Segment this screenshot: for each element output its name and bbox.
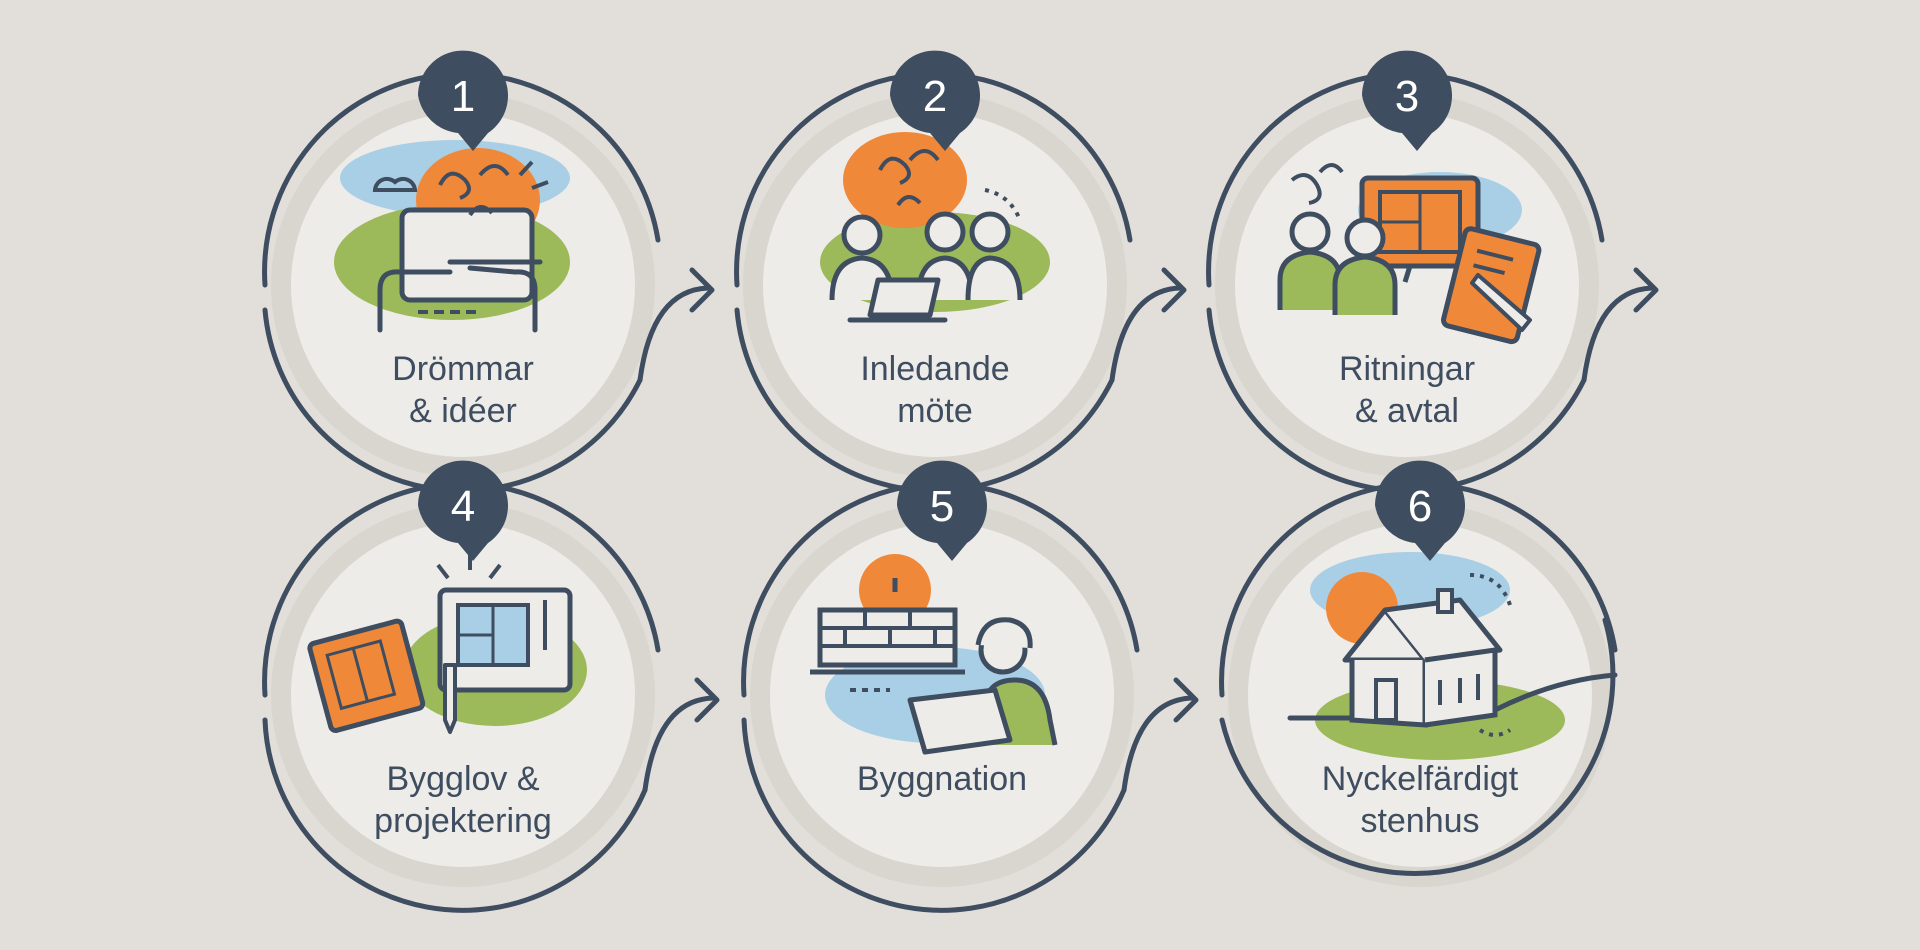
finished-house-icon	[1287, 552, 1618, 760]
step-5-label: Byggnation	[792, 758, 1092, 800]
step-1-number: 1	[451, 72, 475, 121]
step-2-title-line1: Inledande	[860, 350, 1010, 388]
step-6: 6	[1219, 460, 1618, 887]
step-4-title-line2: projektering	[374, 802, 552, 840]
step-4-ring-bottom	[262, 717, 648, 913]
step-2-connector-arrow	[1109, 285, 1183, 383]
step-1-label: Drömmar & idéer	[313, 348, 613, 432]
step-1-title-line2: & idéer	[409, 392, 517, 430]
step-3-connector-arrow	[1581, 285, 1655, 383]
step-1-connector-arrow	[637, 285, 711, 383]
step-6-ring-bottom	[1219, 617, 1616, 876]
step-5-connector-arrow	[1121, 695, 1195, 793]
step-2-title-line2: möte	[897, 392, 973, 430]
meeting-icon	[820, 132, 1050, 323]
step-3-title-line1: Ritningar	[1338, 350, 1476, 388]
step-5: 5	[741, 460, 1199, 913]
step-6-badge	[1375, 460, 1465, 561]
step-4-arrowhead	[694, 677, 720, 723]
step-2-badge	[890, 50, 980, 151]
step-4-number: 4	[451, 482, 475, 531]
step-3-label: Ritningar & avtal	[1257, 348, 1557, 432]
step-2-arrowhead	[1161, 267, 1187, 313]
step-3: 3	[1206, 50, 1659, 494]
step-4-title-line1: Bygglov &	[386, 760, 540, 798]
step-3-title-line2: & avtal	[1355, 392, 1459, 430]
dream-ideas-icon	[334, 140, 570, 333]
step-6-title-line1: Nyckelfärdigt	[1321, 760, 1519, 798]
step-5-title-line1: Byggnation	[856, 760, 1028, 798]
step-3-number: 3	[1395, 72, 1419, 121]
step-1-title-line1: Drömmar	[392, 350, 534, 388]
drawings-contract-icon	[1277, 163, 1542, 345]
step-3-badge	[1362, 50, 1452, 151]
step-1: 1	[262, 50, 715, 494]
step-6-label: Nyckelfärdigt stenhus	[1270, 758, 1570, 842]
step-3-arrowhead	[1633, 267, 1659, 313]
step-6-title-line2: stenhus	[1360, 802, 1480, 840]
step-2: 2	[734, 50, 1187, 494]
blueprint-permit-icon	[307, 555, 587, 734]
step-4-label: Bygglov & projektering	[313, 758, 613, 842]
step-5-ring-bottom	[741, 717, 1127, 913]
step-2-number: 2	[923, 72, 947, 121]
step-5-arrowhead	[1173, 677, 1199, 723]
step-4-badge	[418, 460, 508, 561]
step-5-number: 5	[930, 482, 954, 531]
step-4: 4	[262, 460, 720, 913]
construction-worker-icon	[810, 554, 1058, 755]
step-5-badge	[897, 460, 987, 561]
step-1-badge	[418, 50, 508, 151]
step-6-number: 6	[1408, 482, 1432, 531]
step-1-arrowhead	[689, 267, 715, 313]
step-4-connector-arrow	[642, 695, 716, 793]
step-2-label: Inledande möte	[785, 348, 1085, 432]
